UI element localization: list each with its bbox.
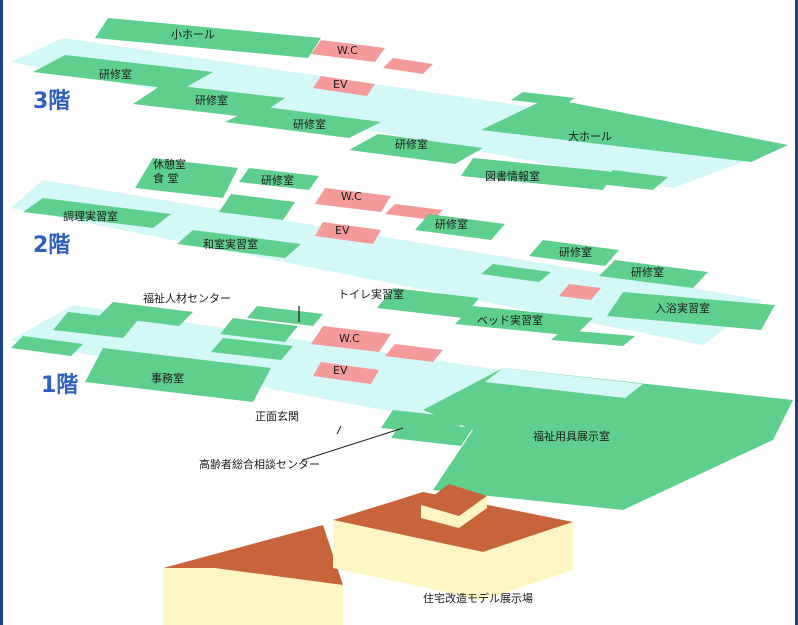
floor-2-corridor — [11, 180, 763, 345]
label-ev-3f: EV — [333, 78, 348, 91]
ev-1f — [313, 362, 379, 384]
label-3f-training-2: 研修室 — [195, 93, 228, 107]
label-senior-center: 高齢者総合相談センター — [199, 457, 320, 471]
label-3f-training-3: 研修室 — [293, 117, 326, 131]
label-2f-training-4: 研修室 — [631, 265, 664, 279]
room-senior-center — [391, 420, 473, 446]
room-office — [85, 348, 271, 402]
wc-3f-b — [383, 58, 433, 74]
room-3f-corner — [599, 170, 668, 190]
house-left-front — [215, 568, 343, 625]
house-top-box-roof — [421, 484, 487, 516]
house-top-box-front — [421, 505, 459, 528]
label-bed: ベッド実習室 — [477, 313, 543, 327]
senior-center-pointer — [302, 427, 404, 461]
label-library: 図書情報室 — [485, 169, 540, 183]
room-2f-bath-edge — [551, 330, 635, 346]
label-dining: 食 堂 — [153, 171, 179, 185]
room-equipment-inner — [485, 368, 643, 398]
label-bath: 入浴実習室 — [655, 301, 710, 315]
room-3f-training-2 — [133, 84, 285, 118]
room-3f-training-4 — [349, 134, 483, 164]
room-japanese — [177, 230, 301, 258]
room-bath — [607, 292, 775, 330]
room-equipment — [423, 368, 793, 510]
room-2f-training-4 — [599, 260, 708, 288]
wc-3f — [311, 40, 385, 62]
label-2f-training-1: 研修室 — [261, 173, 294, 187]
label-3f-training-4: 研修室 — [395, 137, 428, 151]
floor-2-label: 2階 — [33, 233, 70, 258]
room-3f-small-box — [511, 92, 575, 106]
label-lounge: 休憩室 — [153, 157, 186, 171]
room-3f-library — [461, 158, 615, 190]
room-1f-mid-a — [220, 318, 298, 342]
wc-2f-c — [559, 284, 601, 300]
label-toilet: トイレ実習室 — [338, 287, 404, 301]
room-lounge — [135, 158, 238, 198]
room-toilet — [377, 288, 479, 318]
label-2f-training-2: 研修室 — [435, 217, 468, 231]
room-3f-training-1 — [33, 55, 213, 90]
label-cooking: 調理実習室 — [63, 209, 118, 223]
label-small-hall: 小ホール — [171, 28, 215, 41]
label-japanese: 和室実習室 — [203, 237, 258, 251]
house-right-side — [483, 522, 573, 600]
label-equipment: 福祉用具展示室 — [533, 429, 610, 443]
floor-1-label: 1階 — [41, 373, 78, 398]
wc-1f-b — [385, 344, 443, 362]
room-bed — [455, 306, 593, 336]
wc-1f — [311, 326, 391, 352]
floor-3: 3階 小ホール W.C EV 研修室 研修室 研修室 研修室 大ホール 図書情報… — [11, 18, 788, 190]
room-3f-training-3 — [225, 106, 381, 138]
house-left-wall — [163, 568, 215, 625]
label-model-house: 住宅改造モデル展示場 — [423, 591, 533, 605]
label-ev-2f: EV — [335, 224, 350, 237]
label-3f-training-1: 研修室 — [99, 67, 132, 81]
label-large-hall: 大ホール — [568, 129, 612, 143]
label-wc-1f: W.C — [339, 332, 360, 345]
label-entrance: 正面玄関 — [255, 409, 299, 423]
entrance-pointer — [336, 425, 342, 435]
floor-2: 2階 休憩室 食 堂 調理実習室 和室実習室 研修室 W.C EV 研修室 研修… — [11, 157, 775, 346]
model-house: 住宅改造モデル展示場 — [163, 484, 573, 625]
room-1f-left-c — [11, 336, 83, 356]
room-cooking — [23, 198, 171, 228]
room-2f-training-3 — [529, 240, 619, 266]
label-welfare-center: 福祉人材センター — [143, 291, 231, 305]
wc-2f — [315, 188, 391, 212]
ev-3f — [313, 76, 375, 96]
room-1f-left-a — [53, 312, 138, 338]
room-1f-mid-c — [247, 306, 323, 326]
room-1f-mid-b — [211, 338, 293, 360]
room-2f-right-box — [481, 264, 551, 282]
floor-3-label: 3階 — [33, 89, 70, 114]
label-wc-3f: W.C — [337, 44, 358, 57]
house-right-front — [333, 520, 483, 600]
room-1f-left-b — [99, 302, 193, 326]
label-ev-1f: EV — [333, 364, 348, 377]
room-2f-mid-box — [219, 194, 295, 220]
house-top-box-side — [459, 496, 487, 528]
label-2f-training-3: 研修室 — [559, 245, 592, 259]
ev-2f — [315, 222, 381, 244]
room-2f-training-1 — [239, 168, 319, 190]
isometric-floor-plan: 3階 小ホール W.C EV 研修室 研修室 研修室 研修室 大ホール 図書情報… — [11, 18, 793, 625]
floor-1: 1階 福祉人材センター W.C EV 事務室 正面玄関 高齢者総合相談センター … — [11, 291, 793, 510]
room-small-hall — [95, 18, 321, 58]
room-3f-large-hall — [481, 98, 788, 162]
label-wc-2f: W.C — [341, 190, 362, 203]
room-2f-training-2 — [415, 214, 505, 240]
label-office: 事務室 — [151, 371, 184, 385]
